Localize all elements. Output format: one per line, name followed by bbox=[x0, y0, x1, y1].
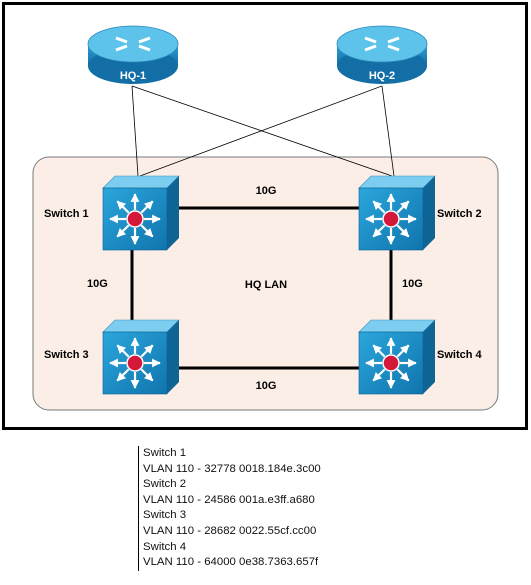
switch-center-icon bbox=[382, 354, 400, 372]
info-line: VLAN 110 - 32778 0018.184e.3c00 bbox=[143, 462, 321, 475]
switch-arrows-icon bbox=[365, 193, 417, 245]
network-diagram: HQ-1 HQ-2 Switch 1 Switch 2 Switch 3 Swi… bbox=[2, 2, 528, 430]
switch-center-icon bbox=[382, 210, 400, 228]
router-arrows-icon bbox=[364, 36, 400, 52]
switch-3 bbox=[102, 319, 180, 395]
switches bbox=[102, 175, 436, 395]
switch-1 bbox=[102, 175, 180, 251]
switch-1-label: Switch 1 bbox=[44, 208, 89, 220]
uplinks bbox=[131, 85, 395, 177]
link-right-label: 10G bbox=[402, 278, 423, 290]
router-top bbox=[336, 25, 428, 63]
uplink-hq1-switch1 bbox=[131, 85, 139, 177]
info-line: Switch 2 bbox=[143, 478, 187, 491]
switch-arrows-icon bbox=[109, 337, 161, 389]
lan-label: HQ LAN bbox=[245, 279, 287, 291]
info-line: Switch 4 bbox=[143, 540, 187, 553]
uplink-hq2-switch2 bbox=[381, 85, 395, 177]
info-line: VLAN 110 - 64000 0e38.7363.657f bbox=[143, 556, 319, 569]
switch-3-label: Switch 3 bbox=[44, 349, 89, 361]
link-left-label: 10G bbox=[87, 278, 108, 290]
vlan-priority-list: Switch 1 VLAN 110 - 32778 0018.184e.3c00… bbox=[138, 446, 523, 571]
link-bottom-label: 10G bbox=[256, 380, 277, 392]
switch-2-label: Switch 2 bbox=[437, 208, 482, 220]
switch-center-icon bbox=[126, 210, 144, 228]
info-line: VLAN 110 - 28682 0022.55cf.cc00 bbox=[143, 524, 317, 537]
link-top-label: 10G bbox=[256, 185, 277, 197]
info-line: Switch 1 bbox=[143, 447, 187, 459]
info-line: VLAN 110 - 24586 001a.e3ff.a680 bbox=[143, 493, 315, 506]
switch-4-label: Switch 4 bbox=[437, 349, 483, 361]
switch-2 bbox=[358, 175, 436, 251]
router-label: HQ-2 bbox=[369, 70, 395, 82]
router-hq2: HQ-2 bbox=[336, 25, 428, 84]
router-arrows-icon bbox=[115, 36, 151, 52]
router-label: HQ-1 bbox=[120, 70, 146, 82]
switch-center-icon bbox=[126, 354, 144, 372]
lan-links bbox=[130, 206, 393, 370]
uplink-hq2-switch1 bbox=[139, 85, 383, 177]
switch-arrows-icon bbox=[109, 193, 161, 245]
router-hq1: HQ-1 bbox=[87, 25, 179, 84]
router-top bbox=[87, 25, 179, 63]
switch-arrows-icon bbox=[365, 337, 417, 389]
info-line: Switch 3 bbox=[143, 509, 187, 522]
switch-4 bbox=[358, 319, 436, 395]
